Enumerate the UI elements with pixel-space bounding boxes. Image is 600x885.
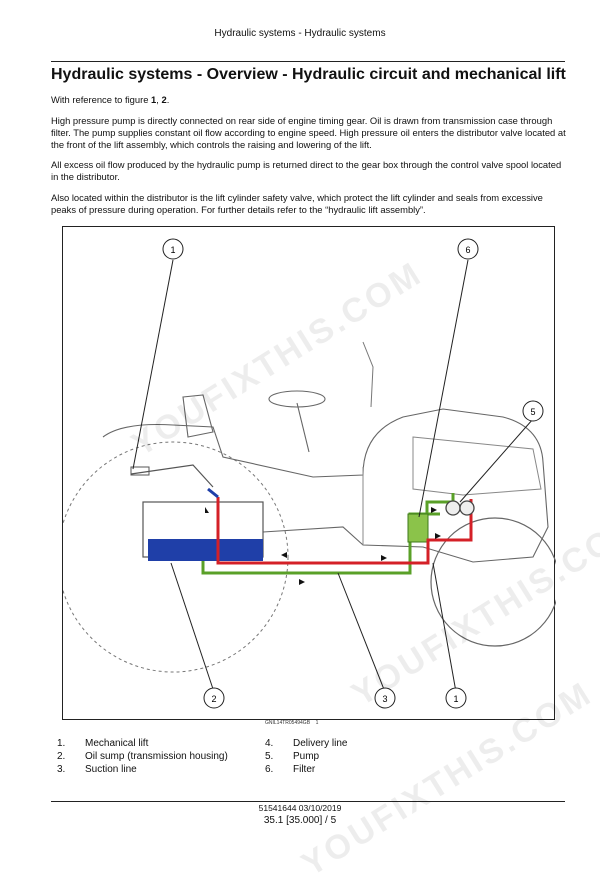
paragraph-excess-flow: All excess oil flow produced by the hydr… <box>51 159 562 183</box>
lift-arm <box>130 464 214 488</box>
flow-arrow <box>281 552 287 558</box>
suction-to-pump <box>425 493 455 514</box>
header-rule <box>51 61 565 62</box>
delivery-line <box>216 497 473 565</box>
return-line <box>207 487 219 499</box>
callout-3: 3 <box>374 687 396 709</box>
legend-item: 5.Pump <box>265 751 320 762</box>
svg-text:2: 2 <box>211 694 216 704</box>
callout-1: 1 <box>162 238 184 260</box>
body-text: High pressure pump is directly connected… <box>51 115 567 225</box>
legend-left: 1.Mechanical lift 2.Oil sump (transmissi… <box>57 738 228 777</box>
paragraph-pump: High pressure pump is directly connected… <box>51 115 566 150</box>
legend-right: 4.Delivery line 5.Pump 6.Filter <box>265 738 347 777</box>
ref-prefix: With reference to figure <box>51 94 152 105</box>
flow-arrow <box>435 533 441 539</box>
filter <box>407 513 429 543</box>
svg-text:3: 3 <box>382 694 387 704</box>
svg-text:1: 1 <box>170 245 175 255</box>
pump-gear-2 <box>459 500 475 516</box>
callout-6: 6 <box>457 238 479 260</box>
section-title: Hydraulic systems - Overview - Hydraulic… <box>51 66 566 83</box>
flow-arrow <box>431 507 437 513</box>
callout-5: 5 <box>522 400 544 422</box>
leader-line-6 <box>418 259 469 518</box>
flow-arrow <box>299 579 305 585</box>
svg-text:6: 6 <box>465 245 470 255</box>
legend-item: 1.Mechanical lift <box>57 738 149 749</box>
mirror <box>362 341 374 408</box>
ref-figure-1: 1 <box>151 94 157 105</box>
leader-line-1 <box>132 259 174 470</box>
footer-doc-code: 51541644 03/10/2019 <box>258 803 342 813</box>
operator-seat <box>182 394 214 438</box>
ref-figure-2: 2 <box>161 94 167 105</box>
pump-gear-1 <box>445 500 461 516</box>
front-wheel <box>430 517 560 647</box>
footer-rule <box>51 801 565 802</box>
ref-separator: , <box>156 94 162 105</box>
leader-line-1b <box>432 562 457 693</box>
flow-arrow <box>205 507 209 513</box>
hydraulic-circuit-diagram: 1 6 5 2 3 1 <box>57 238 560 709</box>
figure-code-text: GNIL14TR05494GB <box>265 720 311 726</box>
steering-wheel <box>268 390 326 408</box>
leader-line-3 <box>337 572 386 693</box>
figure-reference: With reference to figure 1, 2. <box>51 94 567 106</box>
leader-line-2 <box>170 562 215 693</box>
callout-2: 2 <box>203 687 225 709</box>
lift-arm-end <box>130 466 150 476</box>
tractor-body-outline <box>102 408 549 563</box>
figure-code: GNIL14TR05494GB 1 <box>265 720 318 726</box>
flow-arrow <box>381 555 387 561</box>
legend-item: 4.Delivery line <box>265 738 348 749</box>
paragraph-safety-valve: Also located within the distributor is t… <box>51 191 543 215</box>
legend-item: 2.Oil sump (transmission housing) <box>57 751 228 762</box>
svg-text:1: 1 <box>453 694 458 704</box>
figure-frame: 1 6 5 2 3 1 <box>57 226 560 720</box>
steering-column <box>296 402 310 453</box>
oil-sump <box>148 539 263 561</box>
running-header: Hydraulic systems - Hydraulic systems <box>214 28 386 39</box>
callout-1-lift: 1 <box>445 687 467 709</box>
ref-end: . <box>166 94 170 105</box>
footer-page-number: 35.1 [35.000] / 5 <box>263 815 337 826</box>
legend-item: 6.Filter <box>265 764 316 775</box>
leader-line-5 <box>459 418 534 503</box>
svg-text:5: 5 <box>530 407 535 417</box>
figure-number: 1 <box>315 720 319 726</box>
legend-item: 3.Suction line <box>57 764 137 775</box>
engine-hood <box>412 436 542 496</box>
